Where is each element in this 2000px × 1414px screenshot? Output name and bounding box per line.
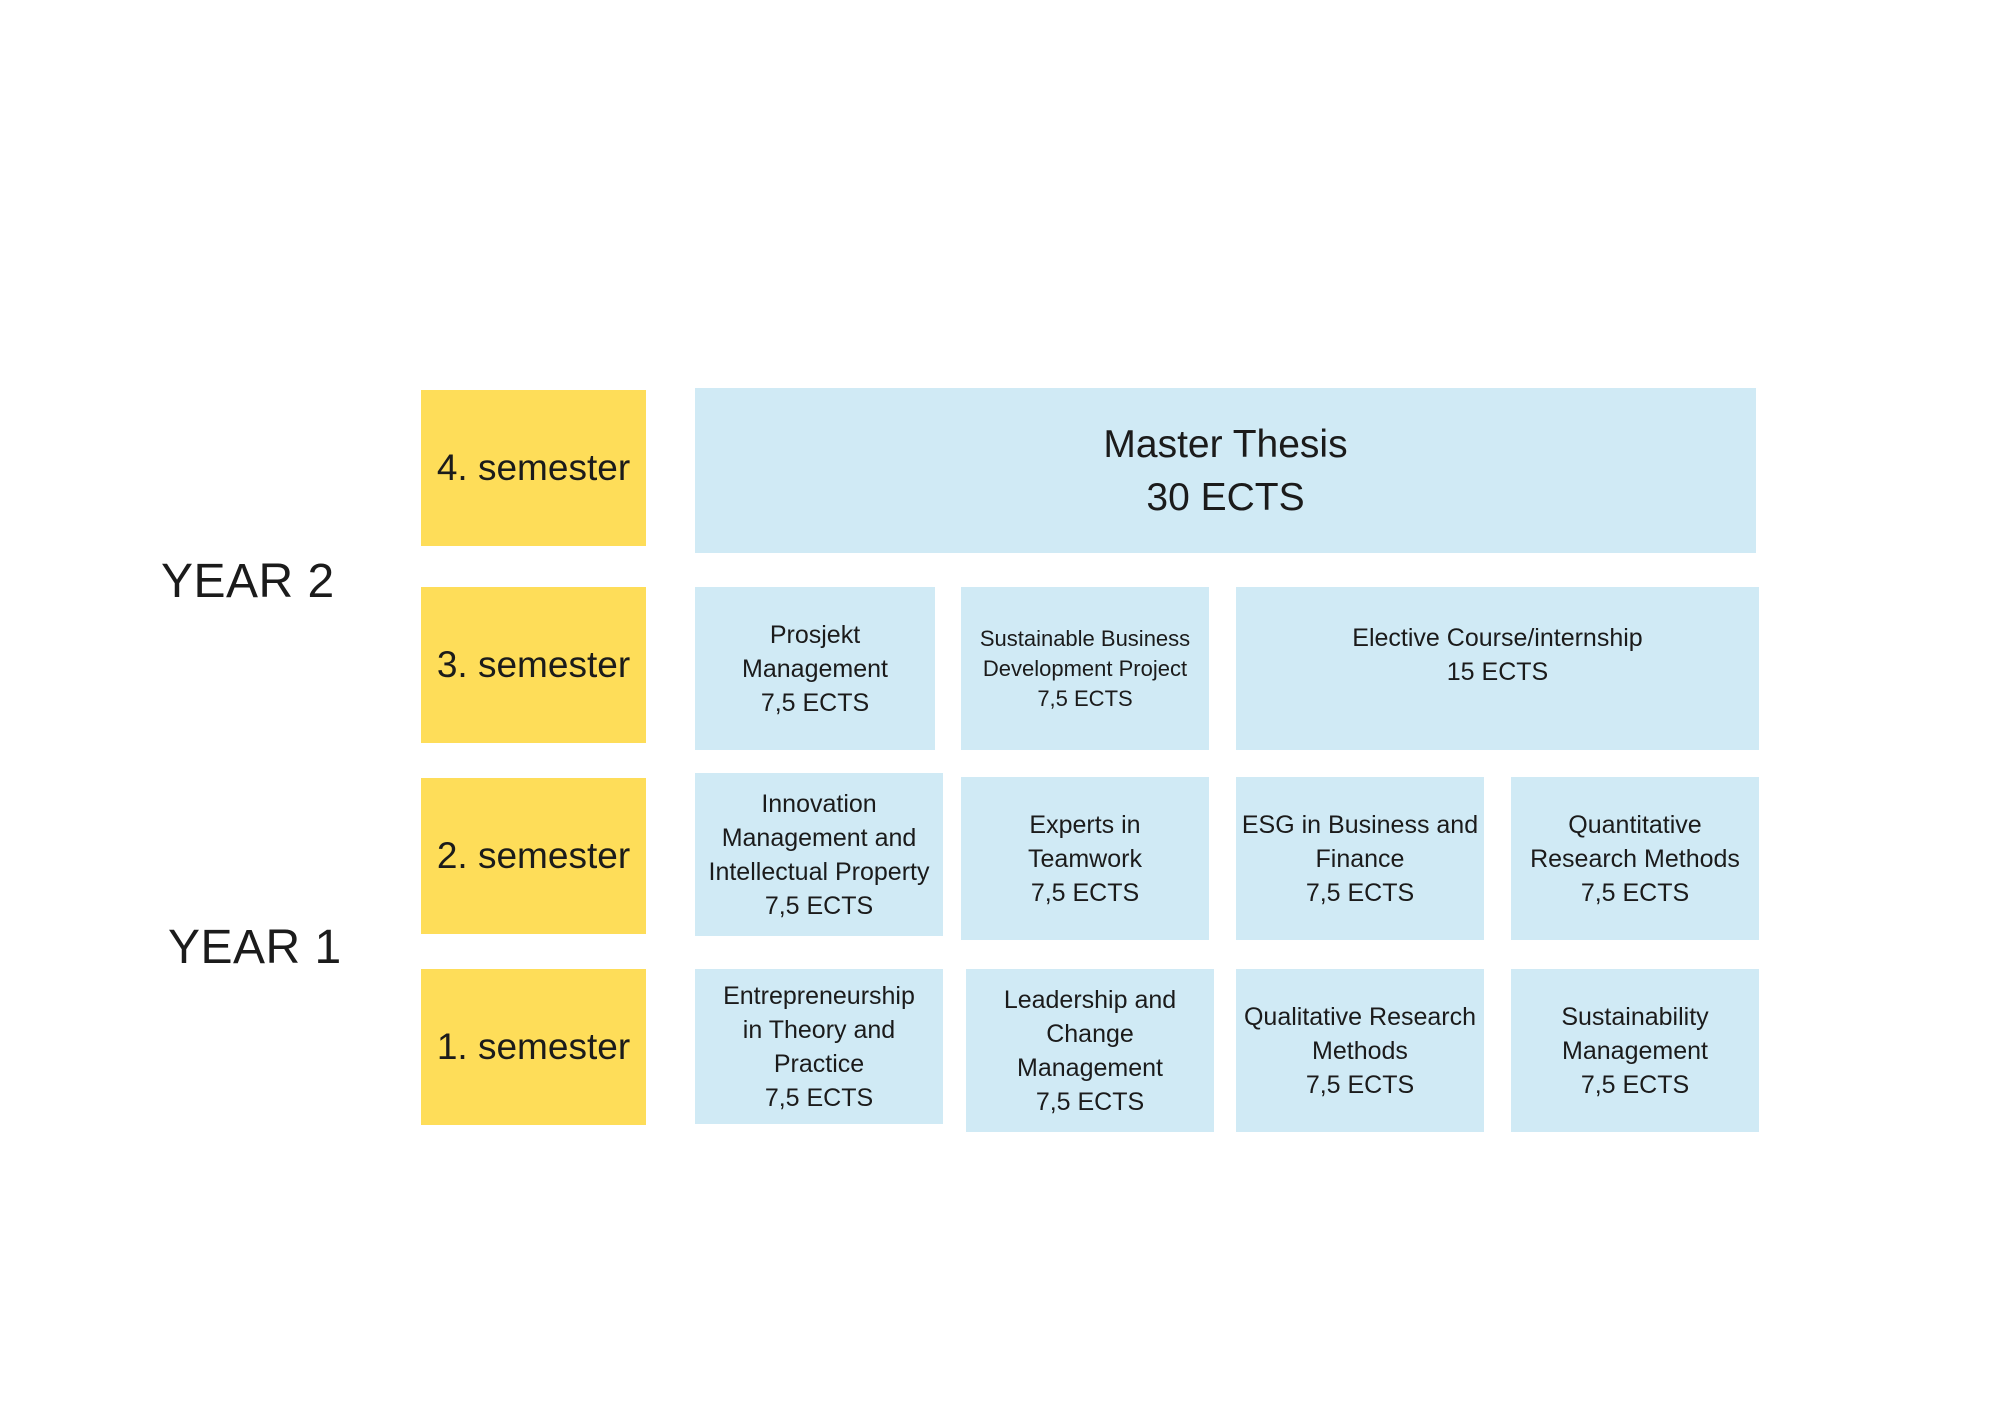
- semester-4-label: 4. semester: [421, 390, 646, 546]
- course-title: Innovation Management and Intellectual P…: [708, 789, 930, 886]
- course-title: ESG in Business and Finance: [1241, 810, 1479, 873]
- course-ects: 7,5 ECTS: [764, 1083, 874, 1112]
- course-esg-business-finance: ESG in Business and Finance 7,5 ECTS: [1236, 777, 1484, 940]
- course-ects: 7,5 ECTS: [764, 891, 874, 920]
- semester-1-label: 1. semester: [421, 969, 646, 1125]
- course-innovation-management: Innovation Management and Intellectual P…: [695, 773, 943, 936]
- course-sustainable-business-development-project: Sustainable Business Development Project…: [961, 587, 1209, 750]
- course-title: Prosjekt Management: [742, 620, 888, 683]
- course-sustainability-management: Sustainability Management 7,5 ECTS: [1511, 969, 1759, 1132]
- course-title: Experts in Teamwork: [1028, 810, 1142, 873]
- course-experts-in-teamwork: Experts in Teamwork 7,5 ECTS: [961, 777, 1209, 940]
- course-title: Elective Course/internship: [1352, 624, 1643, 652]
- course-entrepreneurship: Entrepreneurship in Theory and Practice …: [695, 969, 943, 1124]
- course-ects: 7,5 ECTS: [1035, 1087, 1145, 1116]
- course-ects: 7,5 ECTS: [1305, 1070, 1415, 1099]
- course-ects: 7,5 ECTS: [1037, 685, 1133, 711]
- course-ects: 7,5 ECTS: [760, 688, 870, 717]
- course-ects: 30 ECTS: [1146, 475, 1305, 519]
- course-title: Sustainability Management: [1561, 1002, 1709, 1065]
- course-ects: 7,5 ECTS: [1580, 1070, 1690, 1099]
- course-ects: 15 ECTS: [1446, 658, 1549, 686]
- course-master-thesis: Master Thesis 30 ECTS: [695, 388, 1756, 553]
- course-ects: 7,5 ECTS: [1030, 878, 1140, 907]
- course-title: Master Thesis: [1103, 422, 1348, 466]
- year-2-label: YEAR 2: [161, 555, 335, 608]
- year-1-label: YEAR 1: [168, 921, 342, 974]
- course-ects: 7,5 ECTS: [1305, 878, 1415, 907]
- course-title: Sustainable Business Development Project: [979, 625, 1191, 681]
- course-prosjekt-management: Prosjekt Management 7,5 ECTS: [695, 587, 935, 750]
- course-title: Quantitative Research Methods: [1530, 810, 1740, 873]
- course-ects: 7,5 ECTS: [1580, 878, 1690, 907]
- course-title: Leadership and Change Management: [1003, 985, 1177, 1082]
- course-title: Entrepreneurship in Theory and Practice: [723, 981, 915, 1078]
- course-qualitative-research-methods: Qualitative Research Methods 7,5 ECTS: [1236, 969, 1484, 1132]
- semester-3-label: 3. semester: [421, 587, 646, 743]
- course-leadership-change-management: Leadership and Change Management 7,5 ECT…: [966, 969, 1214, 1132]
- course-title: Qualitative Research Methods: [1243, 1002, 1477, 1065]
- course-quantitative-research-methods: Quantitative Research Methods 7,5 ECTS: [1511, 777, 1759, 940]
- course-elective-internship: Elective Course/internship 15 ECTS: [1236, 587, 1759, 750]
- semester-2-label: 2. semester: [421, 778, 646, 934]
